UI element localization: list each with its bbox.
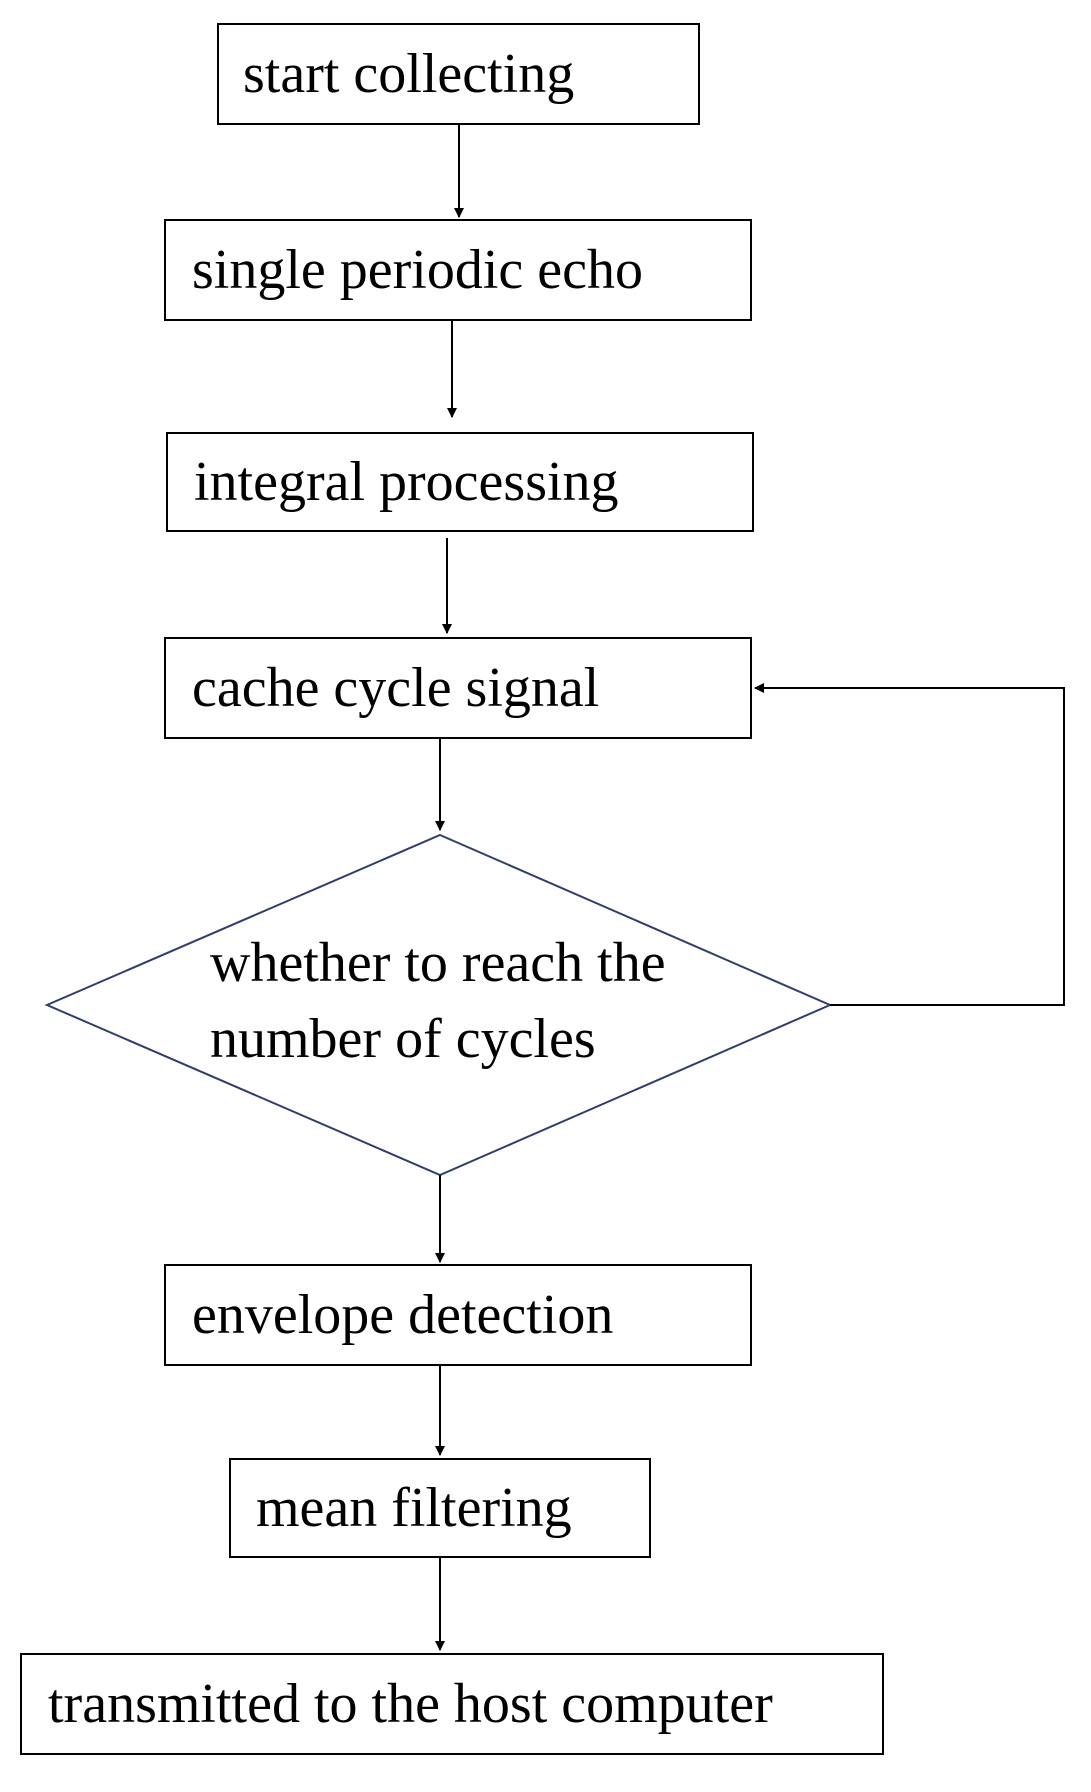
step-label: start collecting	[243, 43, 575, 105]
step-label: envelope detection	[192, 1284, 614, 1346]
step-label: mean filtering	[256, 1477, 572, 1539]
decision-label: whether to reach the number of cycles	[210, 925, 770, 1077]
arrow-loop-back-to-cache	[754, 683, 1065, 1006]
decision-label-line-1: whether to reach the	[210, 932, 666, 994]
step-mean-filtering: mean filtering	[229, 1458, 651, 1558]
step-transmitted-to-host: transmitted to the host computer	[20, 1653, 884, 1755]
step-label: cache cycle signal	[192, 657, 600, 719]
step-label: transmitted to the host computer	[48, 1673, 773, 1735]
step-label: single periodic echo	[192, 239, 643, 301]
step-envelope-detection: envelope detection	[164, 1264, 752, 1366]
step-start-collecting: start collecting	[217, 23, 700, 125]
step-label: integral processing	[194, 451, 619, 513]
step-integral-processing: integral processing	[166, 432, 754, 532]
step-cache-cycle-signal: cache cycle signal	[164, 637, 752, 739]
decision-label-line-2: number of cycles	[210, 1008, 596, 1070]
step-single-periodic-echo: single periodic echo	[164, 219, 752, 321]
